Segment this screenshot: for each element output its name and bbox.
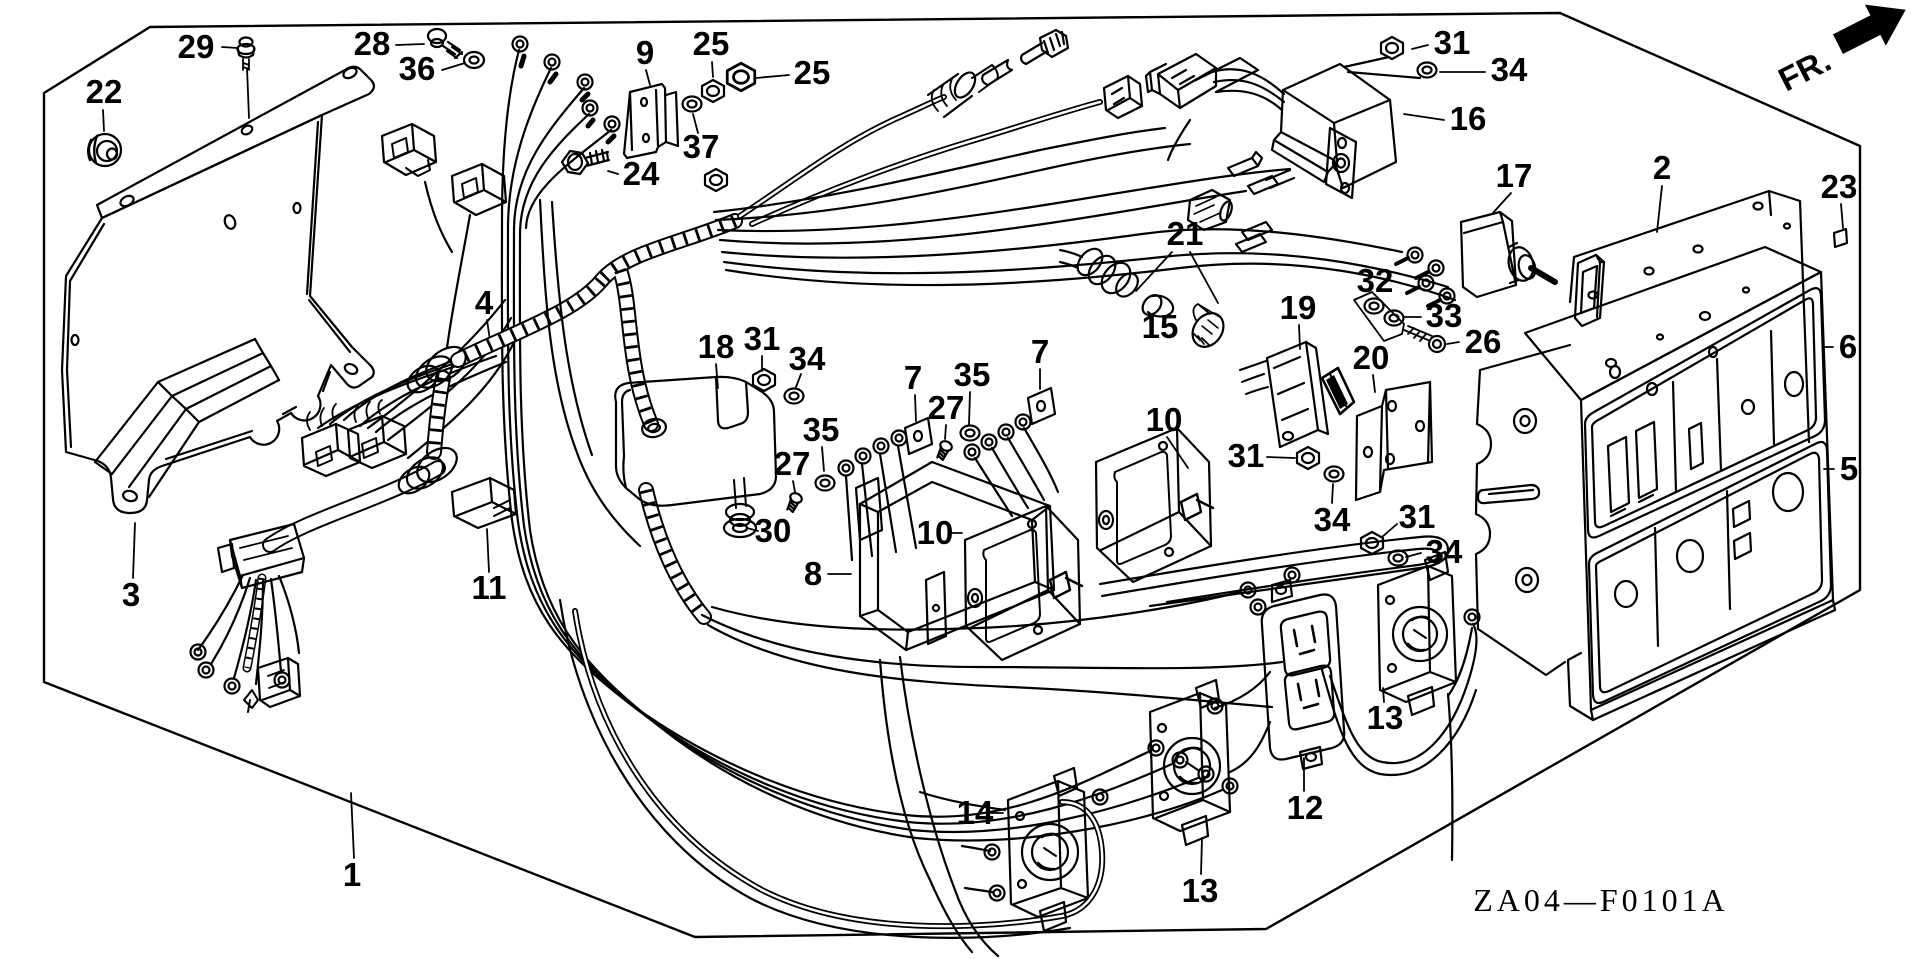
svg-text:2: 2 <box>1653 149 1671 186</box>
svg-text:3: 3 <box>122 576 140 613</box>
svg-text:35: 35 <box>803 411 840 448</box>
svg-text:7: 7 <box>904 359 922 396</box>
svg-text:36: 36 <box>399 50 436 87</box>
svg-text:13: 13 <box>1182 872 1219 909</box>
svg-text:27: 27 <box>774 445 811 482</box>
svg-text:34: 34 <box>1491 51 1528 88</box>
svg-text:35: 35 <box>954 356 991 393</box>
svg-text:21: 21 <box>1167 215 1204 252</box>
svg-text:4: 4 <box>475 284 494 321</box>
svg-text:30: 30 <box>755 512 792 549</box>
svg-text:6: 6 <box>1839 328 1857 365</box>
svg-text:9: 9 <box>636 34 654 71</box>
svg-text:25: 25 <box>794 54 831 91</box>
svg-text:22: 22 <box>86 73 123 110</box>
svg-text:ZA04—F0101A: ZA04—F0101A <box>1473 882 1729 918</box>
svg-text:37: 37 <box>683 128 720 165</box>
svg-text:8: 8 <box>804 555 822 592</box>
svg-text:23: 23 <box>1821 168 1858 205</box>
svg-text:18: 18 <box>698 328 735 365</box>
svg-text:29: 29 <box>178 28 215 65</box>
svg-text:31: 31 <box>744 320 781 357</box>
svg-text:13: 13 <box>1367 699 1404 736</box>
svg-text:25: 25 <box>693 25 730 62</box>
svg-text:34: 34 <box>789 340 826 377</box>
svg-text:31: 31 <box>1228 437 1265 474</box>
svg-text:31: 31 <box>1434 24 1471 61</box>
svg-text:19: 19 <box>1280 289 1317 326</box>
svg-text:27: 27 <box>928 389 965 426</box>
svg-text:1: 1 <box>343 856 361 893</box>
svg-text:34: 34 <box>1314 501 1351 538</box>
svg-text:10: 10 <box>917 514 954 551</box>
svg-text:26: 26 <box>1465 323 1502 360</box>
svg-text:24: 24 <box>623 155 660 192</box>
svg-text:7: 7 <box>1031 333 1049 370</box>
svg-text:17: 17 <box>1496 157 1533 194</box>
svg-text:28: 28 <box>354 25 391 62</box>
svg-text:31: 31 <box>1399 498 1436 535</box>
svg-text:12: 12 <box>1287 789 1324 826</box>
svg-text:20: 20 <box>1353 339 1390 376</box>
svg-text:16: 16 <box>1450 100 1487 137</box>
svg-text:11: 11 <box>472 569 507 606</box>
svg-text:5: 5 <box>1840 450 1858 487</box>
